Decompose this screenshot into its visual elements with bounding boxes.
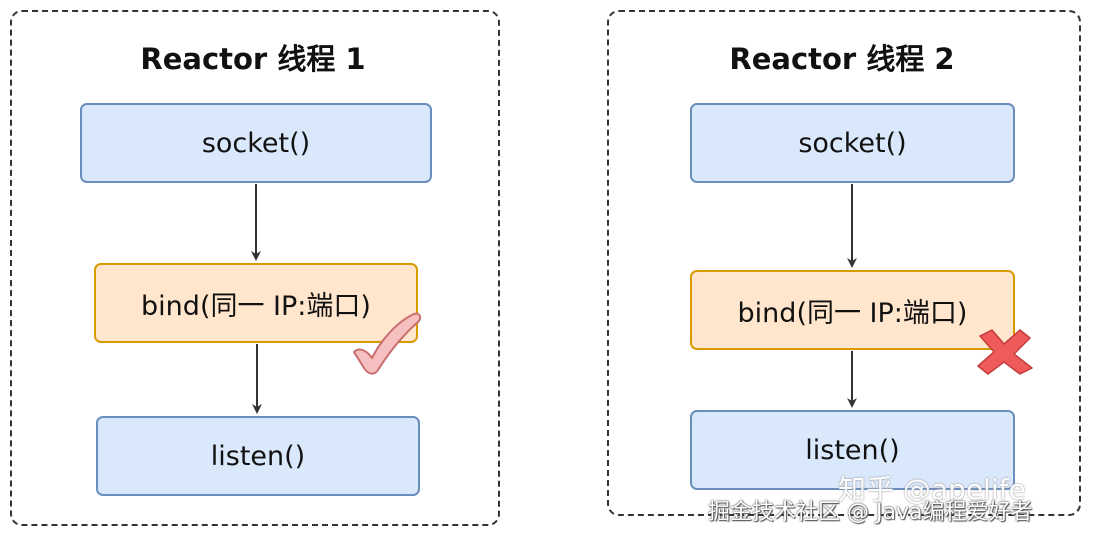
reactor-thread-2-title: Reactor 线程 2 [729,42,955,76]
cross-icon [977,329,1033,375]
juejin-watermark: 掘金技术社区 @ Java编程爱好者 [708,500,1033,525]
left-listen-node: listen() [96,416,420,496]
reactor-thread-1-panel [10,10,500,526]
reactor-thread-1-title: Reactor 线程 1 [140,42,366,76]
left-socket-node: socket() [80,103,432,183]
right-socket-label: socket() [798,127,907,159]
check-icon [353,312,422,375]
left-socket-label: socket() [201,127,311,159]
left-listen-label: listen() [210,440,306,472]
left-bind-label: bind(同一 IP:端口) [141,290,371,322]
right-listen-node: listen() [690,410,1015,490]
right-bind-label: bind(同一 IP:端口) [737,297,968,329]
left-bind-node: bind(同一 IP:端口) [94,263,418,343]
right-socket-node: socket() [690,103,1015,183]
reactor-thread-2-panel [607,10,1081,516]
right-bind-node: bind(同一 IP:端口) [690,270,1015,350]
right-listen-label: listen() [805,434,900,466]
zhihu-watermark: 知乎 @apelife [838,473,1026,506]
